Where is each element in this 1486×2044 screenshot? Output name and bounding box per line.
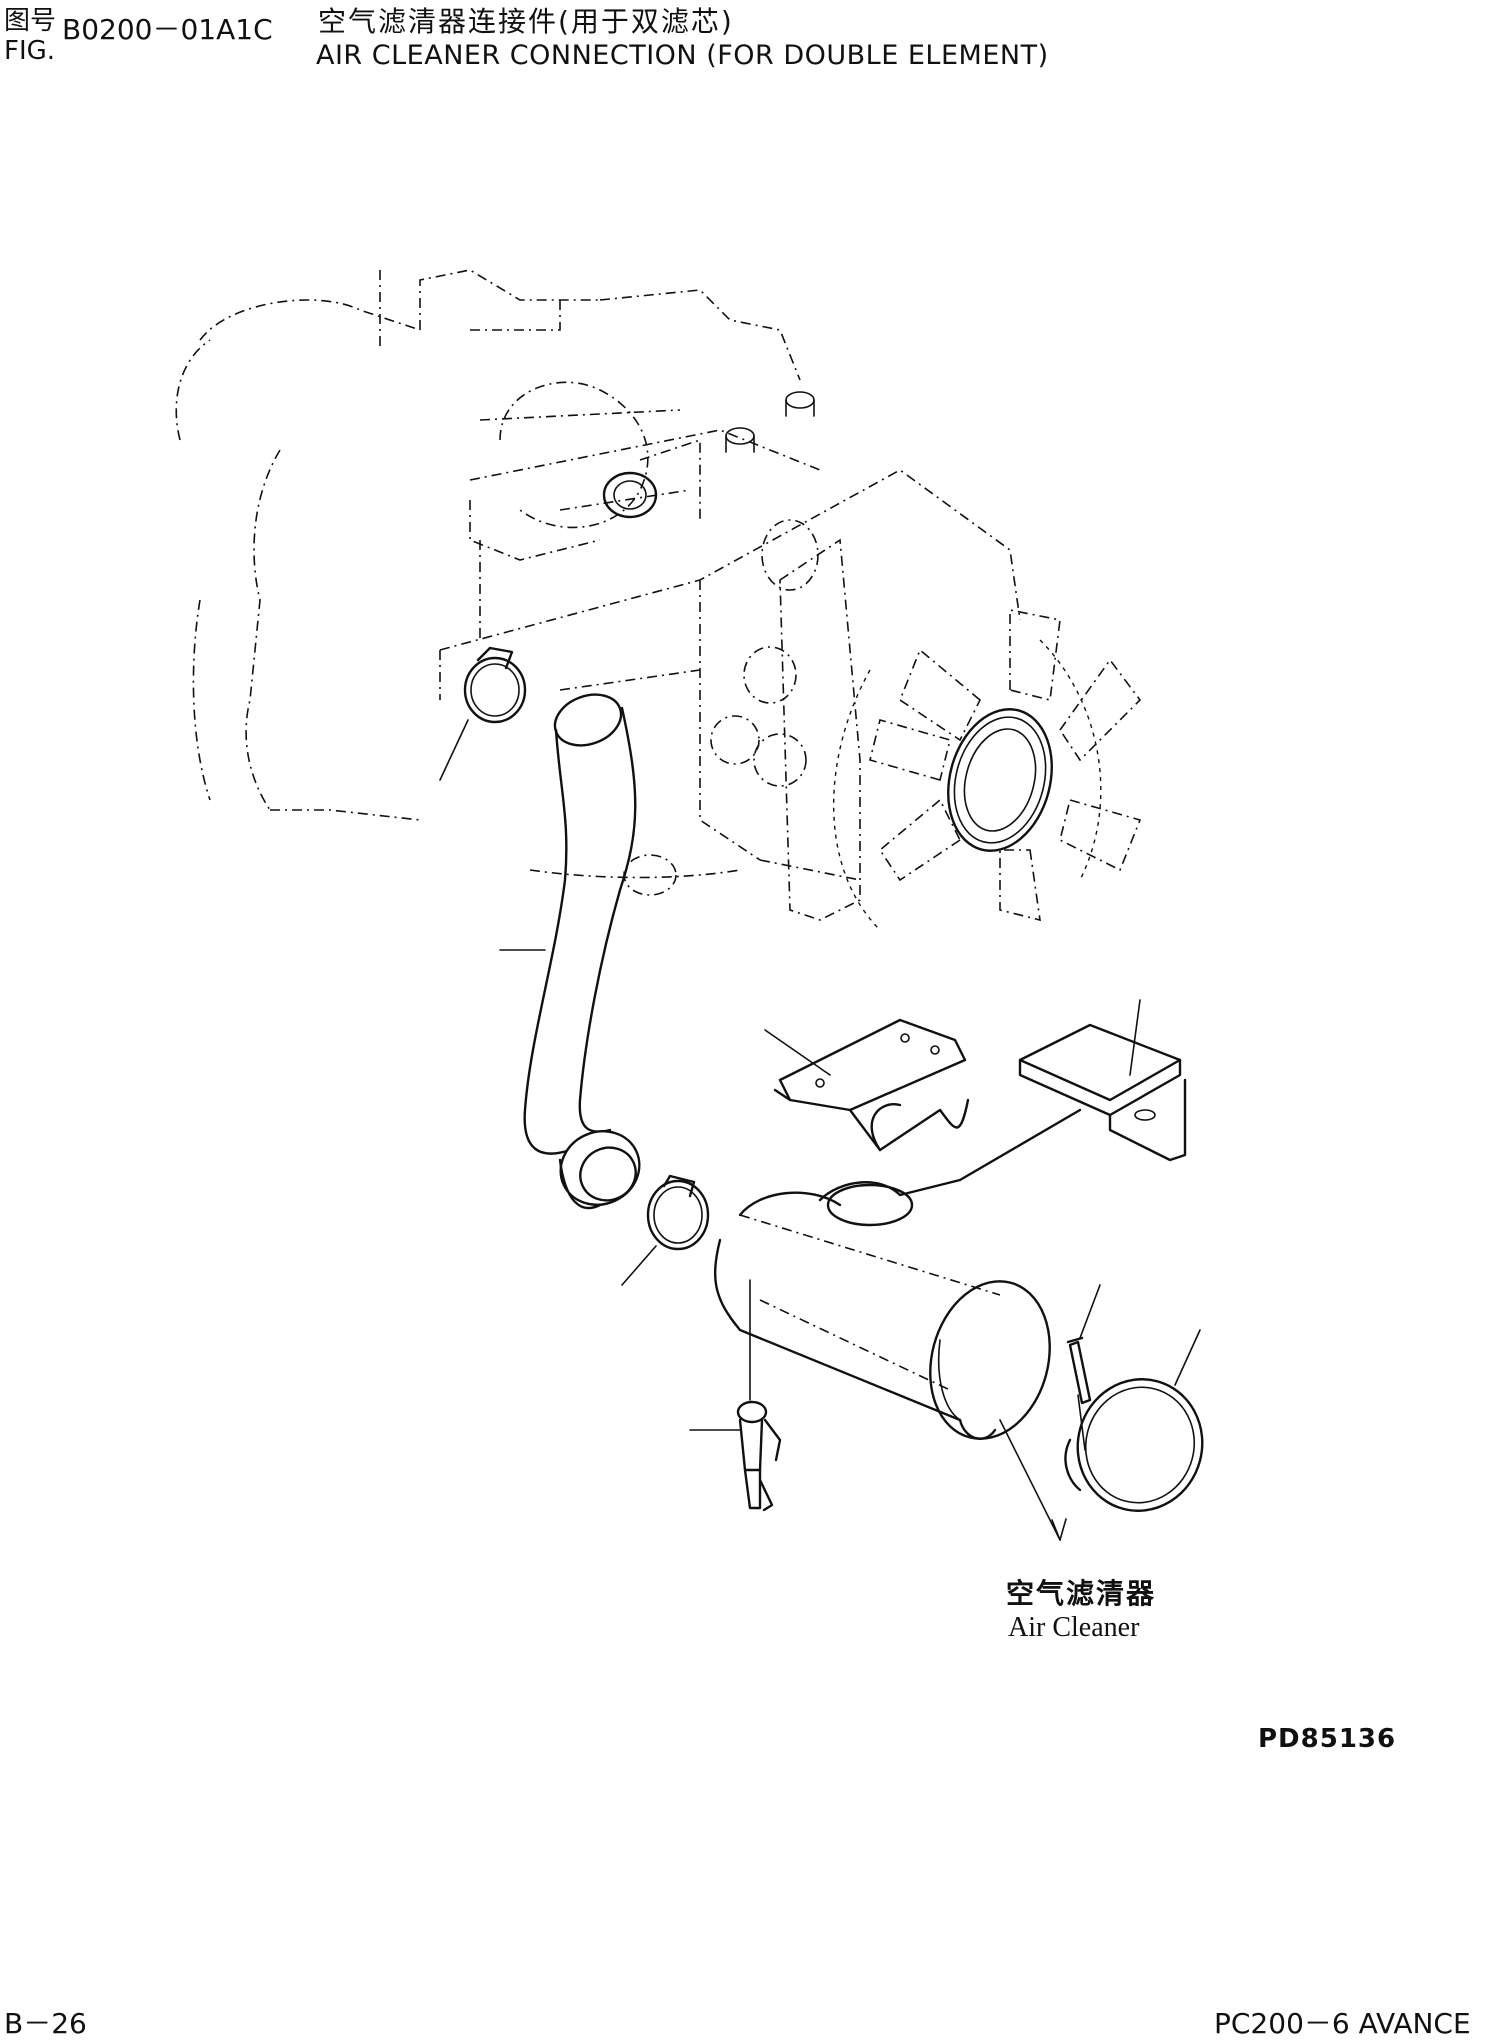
- air-cleaner-label-cn: 空气滤清器: [1006, 1577, 1157, 1610]
- drawing-code: PD85136: [1258, 1724, 1397, 1754]
- cooling-fan: [833, 609, 1142, 931]
- cylinder-head-bosses: [725, 391, 815, 453]
- engine-outline: [175, 269, 1021, 881]
- air-cleaner-body: [714, 1108, 1082, 1541]
- lower-hose-clamp: [621, 1174, 710, 1286]
- air-cleaner-label-en: Air Cleaner: [1008, 1612, 1140, 1643]
- page-reference: B－26: [4, 2007, 87, 2040]
- mounting-bracket-right: [1018, 999, 1187, 1162]
- figure-number: B0200－01A1C: [62, 13, 273, 46]
- turbocharger: [469, 381, 658, 561]
- dust-evacuator-valve: [689, 1279, 782, 1512]
- engine-pulleys: [623, 519, 861, 921]
- mounting-bracket-left: [764, 1018, 970, 1152]
- upper-hose-clamp: [439, 646, 527, 781]
- fig-label-en: FIG.: [4, 36, 56, 66]
- band-clamp: [1064, 1284, 1204, 1512]
- title-chinese: 空气滤清器连接件(用于双滤芯): [318, 5, 734, 38]
- intake-hose: [499, 693, 641, 1210]
- model-name: PC200－6 AVANCE: [1214, 2007, 1471, 2040]
- title-english: AIR CLEANER CONNECTION (FOR DOUBLE ELEME…: [316, 40, 1049, 71]
- fig-label-cn: 图号: [4, 6, 57, 36]
